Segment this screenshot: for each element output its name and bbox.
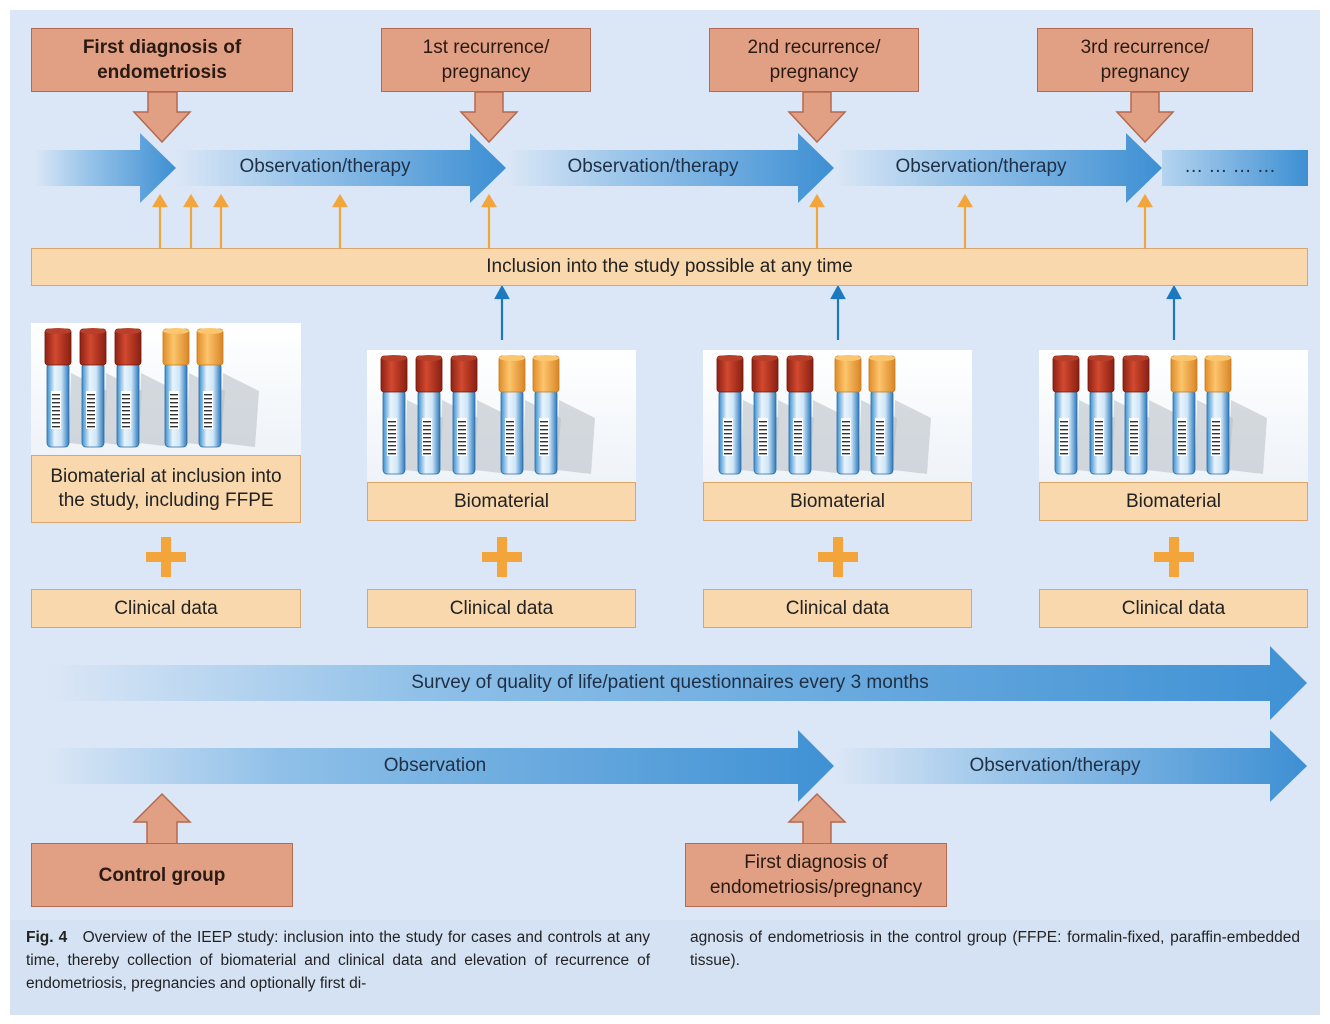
event-first-diagnosis: First diagnosis of endometriosis	[31, 28, 293, 92]
plus-icon	[482, 537, 522, 577]
event-down-arrows	[132, 91, 1175, 144]
plus-icon	[818, 537, 858, 577]
biomaterial-tubes-illustration	[1039, 350, 1308, 482]
biomaterial-tubes-illustration	[703, 350, 972, 482]
inclusion-bar: Inclusion into the study possible at any…	[31, 248, 1308, 286]
caption-col-2: agnosis of endometriosis in the control …	[690, 926, 1300, 972]
clinical-data-box-4: Clinical data	[1039, 589, 1308, 628]
control-therapy-arrow	[834, 730, 1307, 802]
study-diagram	[31, 91, 1308, 845]
plus-icon	[146, 537, 186, 577]
caption-col-1: Fig. 4 Overview of the IEEP study: inclu…	[26, 926, 650, 995]
biomaterial-box-4: Biomaterial	[1039, 482, 1308, 521]
blue-inclusion-arrows	[494, 284, 1182, 340]
clinical-data-box-1: Clinical data	[31, 589, 301, 628]
timeline-segment-3	[506, 133, 834, 203]
caption-text-1: Overview of the IEEP study: inclusion in…	[26, 929, 650, 992]
timeline-segment-4	[834, 133, 1162, 203]
control-phase-therapy: Observation/therapy	[969, 755, 1141, 776]
control-up-arrows	[132, 792, 847, 845]
down-arrow-1	[132, 91, 192, 144]
survey-arrow	[45, 646, 1307, 720]
down-arrow-4	[1115, 91, 1175, 144]
biomaterial-box-2: Biomaterial	[367, 482, 636, 521]
orange-inclusion-arrows	[152, 193, 1153, 248]
down-arrow-2	[459, 91, 519, 144]
control-phase-observation: Observation	[383, 755, 487, 776]
clinical-data-box-3: Clinical data	[703, 589, 972, 628]
biomaterial-box-1: Biomaterial at inclusion into the study,…	[31, 455, 301, 523]
control-group-box: Control group	[31, 843, 293, 907]
phase-label-1: Observation/therapy	[239, 156, 411, 177]
event-2nd-recurrence: 2nd recurrence/ pregnancy	[709, 28, 919, 92]
biomaterial-tubes-illustration	[367, 350, 636, 482]
continuation-dots: … … … …	[1184, 156, 1276, 177]
caption-fig-number: Fig. 4	[26, 929, 68, 946]
plus-icon	[1154, 537, 1194, 577]
first-diagnosis-up-arrow	[787, 792, 847, 845]
phase-label-3: Observation/therapy	[895, 156, 1067, 177]
tube-panels	[31, 323, 1308, 482]
control-first-diagnosis-box: First diagnosis of endometriosis/pregnan…	[685, 843, 947, 907]
timeline-segment-2	[176, 133, 506, 203]
phase-label-2: Observation/therapy	[567, 156, 739, 177]
biomaterial-tubes-illustration	[31, 323, 301, 455]
caption-text-2: agnosis of endometriosis in the control …	[690, 929, 1300, 969]
down-arrow-3	[787, 91, 847, 144]
timeline-segment-1	[35, 133, 176, 203]
top-timeline	[35, 133, 1308, 203]
clinical-data-box-2: Clinical data	[367, 589, 636, 628]
survey-label: Survey of quality of life/patient questi…	[411, 672, 929, 693]
control-observation-arrow	[45, 730, 834, 802]
event-3rd-recurrence: 3rd recurrence/ pregnancy	[1037, 28, 1253, 92]
figure-caption: Fig. 4 Overview of the IEEP study: inclu…	[10, 920, 1320, 1015]
timeline-segment-5	[1162, 150, 1308, 186]
event-1st-recurrence: 1st recurrence/ pregnancy	[381, 28, 591, 92]
control-group-up-arrow	[132, 792, 192, 845]
biomaterial-box-3: Biomaterial	[703, 482, 972, 521]
